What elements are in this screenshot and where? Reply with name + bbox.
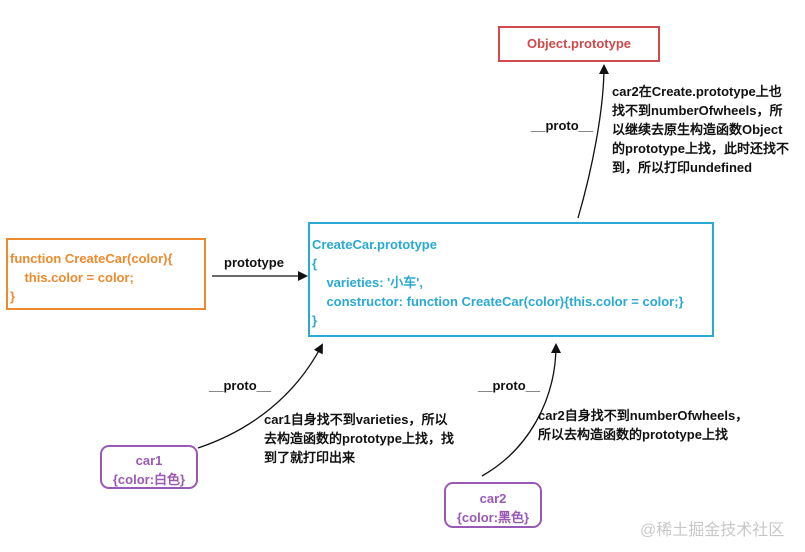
car2-name: car2 [479, 491, 507, 506]
object-prototype-box: Object.prototype [498, 26, 660, 62]
proto-arrow-car2 [481, 343, 561, 477]
constructor-line-1: function CreateCar(color){ [10, 251, 173, 266]
proto-arrow-to-object [577, 64, 609, 219]
constructor-line-2: this.color = color; [10, 270, 134, 285]
note-car1-line-3: 到了就打印出来 [264, 450, 356, 465]
car2-props: {color:黑色} [456, 510, 530, 525]
constructor-function-box: function CreateCar(color){ this.color = … [6, 238, 206, 310]
prototype-line-2: { [312, 256, 318, 271]
car1-props: {color:白色} [112, 472, 186, 487]
proto-arrow-car1 [197, 343, 323, 449]
watermark: @稀土掘金技术社区 [640, 522, 785, 539]
note-object-line-4: 的prototype上找，此时还找不 [612, 141, 789, 156]
note-car1-line-1: car1自身找不到varieties，所以 [264, 412, 448, 427]
car1-name: car1 [135, 453, 163, 468]
car2-box: car2 {color:黑色} [444, 482, 542, 528]
note-object-line-5: 到，所以打印undefined [612, 160, 753, 175]
note-car1-line-2: 去构造函数的prototype上找，找 [264, 431, 454, 446]
proto-car2-label: __proto__ [478, 378, 541, 393]
note-object-line-2: 找不到numberOfwheels，所 [612, 103, 783, 118]
note-car2-line-2: 所以去构造函数的prototype上找 [538, 427, 728, 442]
createcar-prototype-box: CreateCar.prototype { varieties: '小车', c… [308, 222, 714, 337]
note-object-lookup: car2在Create.prototype上也 找不到numberOfwheel… [612, 82, 789, 177]
prototype-line-3: varieties: '小车', [312, 275, 423, 290]
note-object-line-3: 以继续去原生构造函数Object [612, 122, 783, 137]
proto-car1-label: __proto__ [209, 378, 272, 393]
note-car2-lookup: car2自身找不到numberOfwheels， 所以去构造函数的prototy… [538, 406, 748, 444]
object-prototype-label: Object.prototype [526, 36, 631, 51]
note-car2-line-1: car2自身找不到numberOfwheels， [538, 408, 749, 423]
prototype-line-1: CreateCar.prototype [312, 237, 437, 252]
prototype-arrow-label: prototype [224, 255, 284, 270]
note-car1-lookup: car1自身找不到varieties，所以 去构造函数的prototype上找，… [264, 410, 454, 467]
car1-box: car1 {color:白色} [100, 445, 198, 489]
constructor-line-3: } [10, 289, 16, 304]
prototype-line-4: constructor: function CreateCar(color){t… [312, 294, 684, 309]
proto-top-label: __proto__ [531, 118, 594, 133]
prototype-line-5: } [312, 313, 318, 328]
note-object-line-1: car2在Create.prototype上也 [612, 84, 782, 99]
